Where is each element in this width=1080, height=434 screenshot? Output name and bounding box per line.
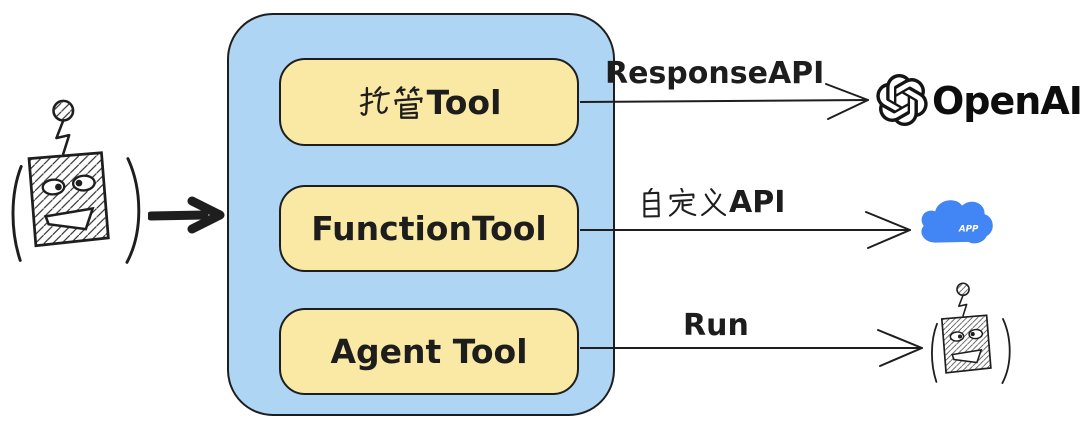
arrow-label-custom-api: API xyxy=(636,185,785,220)
cjk-glyph-yi xyxy=(701,187,727,216)
arrow-label-custom-api-latin: API xyxy=(729,185,786,220)
tool-box-hosted-cjk xyxy=(357,85,425,119)
cjk-glyph-tuo xyxy=(359,85,390,116)
tool-box-hosted-latin: Tool xyxy=(426,82,502,122)
cjk-glyph-guan xyxy=(393,85,423,119)
arrow-custom-api xyxy=(580,211,911,249)
tool-box-agent: Agent Tool xyxy=(279,308,579,395)
source-robot-icon xyxy=(11,99,141,264)
cjk-glyph-ding xyxy=(668,187,697,217)
tool-box-function-label: FunctionTool xyxy=(311,209,547,248)
tool-box-hosted: Tool xyxy=(279,58,579,146)
arrow-label-response-api: ResponseAPI xyxy=(605,56,825,91)
tool-box-hosted-label: Tool xyxy=(357,82,502,122)
tool-box-agent-label: Agent Tool xyxy=(330,332,528,371)
tool-box-function: FunctionTool xyxy=(279,185,579,272)
arrow-run xyxy=(580,329,923,367)
openai-wordmark: OpenAI xyxy=(932,79,1080,123)
openai-logo-icon xyxy=(876,74,928,126)
target-robot-icon xyxy=(931,282,1011,385)
arrow-response-api xyxy=(580,83,869,120)
app-cloud-label: APP xyxy=(958,225,979,235)
input-arrow-icon xyxy=(148,196,225,234)
arrow-label-run: Run xyxy=(683,308,749,343)
cjk-glyph-zi xyxy=(643,187,660,218)
app-cloud-icon: APP xyxy=(921,200,993,244)
